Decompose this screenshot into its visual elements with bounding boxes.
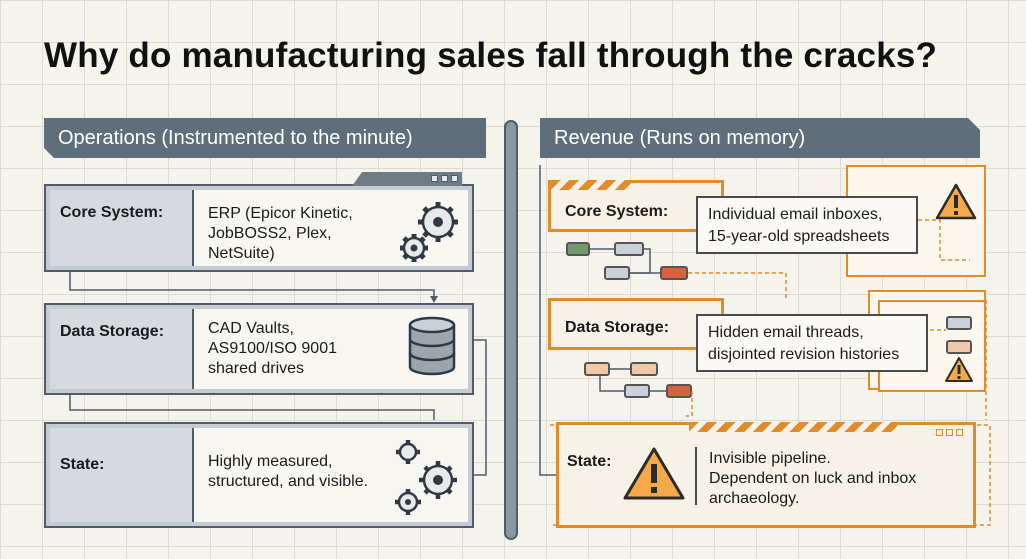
operations-data-storage-panel: Data Storage: CAD Vaults, AS9100/ISO 900… bbox=[44, 303, 474, 395]
gears-icon bbox=[400, 202, 458, 262]
revenue-core-system-panel: Core System: bbox=[548, 180, 724, 232]
row-label-cell: State: bbox=[50, 428, 194, 522]
row-label: Data Storage: bbox=[565, 319, 670, 336]
operations-header: Operations (Instrumented to the minute) bbox=[44, 118, 486, 158]
text-line: archaeology. bbox=[709, 490, 800, 507]
row-label: State: bbox=[567, 453, 612, 470]
flow-node bbox=[566, 242, 590, 256]
hazard-stripe bbox=[689, 422, 899, 432]
text-line: Dependent on luck and inbox bbox=[709, 470, 917, 487]
operations-core-system-panel: Core System: ERP (Epicor Kinetic, JobBOS… bbox=[44, 172, 474, 272]
text-line: Highly measured, bbox=[208, 453, 333, 470]
row-text: ERP (Epicor Kinetic, JobBOSS2, Plex, Net… bbox=[208, 204, 353, 264]
text-line: Invisible pipeline. bbox=[709, 450, 831, 467]
flow-node bbox=[624, 384, 650, 398]
text-line: AS9100/ISO 9001 bbox=[208, 340, 337, 357]
hazard-stripe bbox=[551, 180, 631, 190]
row-label-cell: Data Storage: bbox=[50, 309, 194, 389]
row-label: State: bbox=[60, 456, 105, 473]
separator bbox=[695, 447, 697, 505]
warning-icon bbox=[623, 447, 685, 500]
section-divider bbox=[504, 120, 518, 540]
revenue-data-storage-panel: Data Storage: bbox=[548, 298, 724, 350]
row-label: Data Storage: bbox=[60, 323, 165, 340]
text-line: disjointed revision histories bbox=[708, 346, 900, 363]
text-line: JobBOSS2, Plex, bbox=[208, 225, 332, 242]
flow-node bbox=[666, 384, 692, 398]
warning-icon bbox=[935, 183, 977, 220]
operations-state-panel: State: Highly measured, structured, and … bbox=[44, 422, 474, 528]
row-label-cell: Core System: bbox=[50, 190, 194, 266]
gears-icon bbox=[395, 440, 457, 515]
text-line: Individual email inboxes, bbox=[708, 206, 883, 223]
text-line: CAD Vaults, bbox=[208, 320, 294, 337]
text-line: structured, and visible. bbox=[208, 473, 369, 490]
flow-node bbox=[660, 266, 688, 280]
database-icon bbox=[408, 316, 456, 376]
text-line: shared drives bbox=[208, 360, 305, 377]
flow-node bbox=[946, 316, 972, 330]
warning-icon bbox=[945, 357, 973, 382]
revenue-core-system-text: Individual email inboxes, 15-year-old sp… bbox=[696, 196, 918, 254]
text-line: NetSuite) bbox=[208, 245, 275, 262]
window-controls bbox=[431, 175, 458, 182]
row-label: Core System: bbox=[565, 203, 669, 220]
window-controls bbox=[936, 429, 963, 436]
revenue-header: Revenue (Runs on memory) bbox=[540, 118, 980, 158]
row-text: Highly measured, structured, and visible… bbox=[208, 452, 368, 492]
flow-node bbox=[584, 362, 610, 376]
flow-node bbox=[946, 340, 972, 354]
page-title: Why do manufacturing sales fall through … bbox=[44, 36, 938, 75]
flow-node bbox=[604, 266, 630, 280]
flow-node bbox=[630, 362, 658, 376]
flow-node bbox=[614, 242, 644, 256]
revenue-state-text: Invisible pipeline. Dependent on luck an… bbox=[709, 449, 916, 509]
revenue-state-panel: State: Invisible pipeline. Dependent on … bbox=[556, 422, 976, 528]
row-label: Core System: bbox=[60, 204, 164, 221]
text-line: 15-year-old spreadsheets bbox=[708, 228, 890, 245]
revenue-data-storage-text: Hidden email threads, disjointed revisio… bbox=[696, 314, 928, 372]
text-line: ERP (Epicor Kinetic, bbox=[208, 205, 353, 222]
row-text: CAD Vaults, AS9100/ISO 9001 shared drive… bbox=[208, 319, 337, 379]
text-line: Hidden email threads, bbox=[708, 324, 864, 341]
